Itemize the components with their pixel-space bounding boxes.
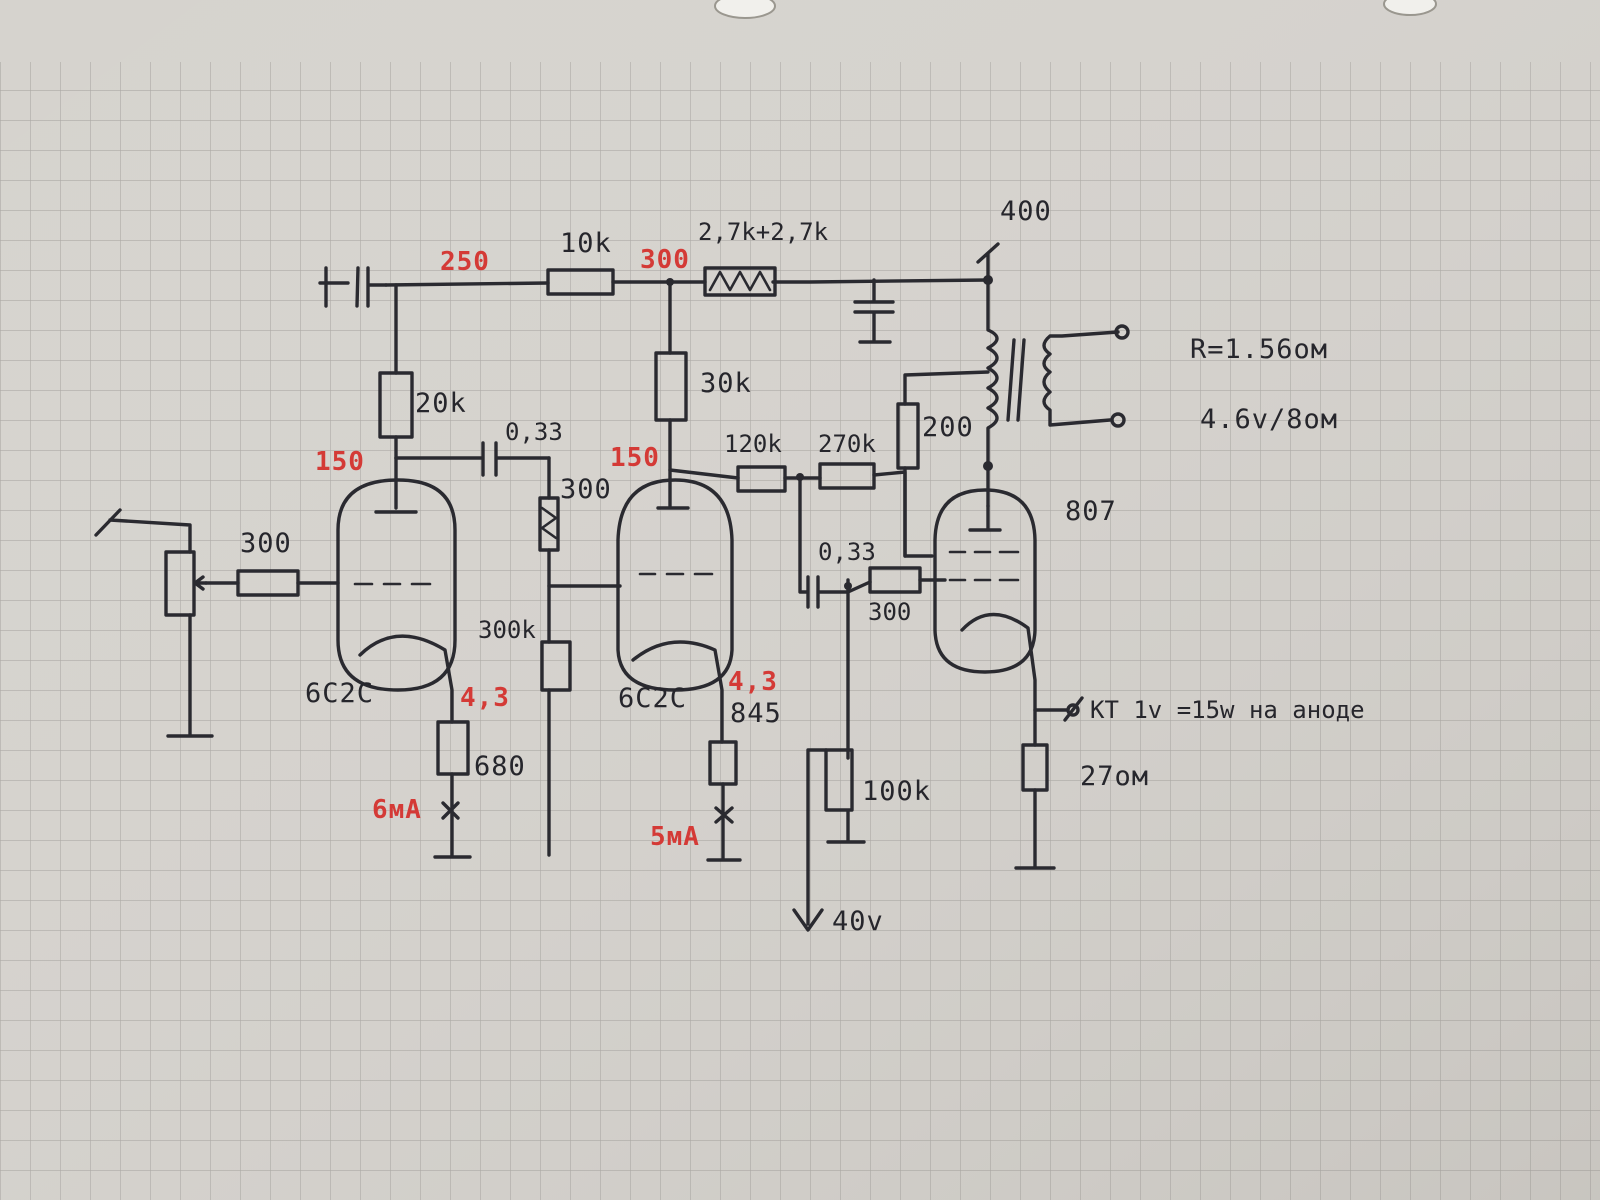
label-300-c: 300 [868, 598, 911, 626]
label-cathode-note: KT 1v =15w на аноде [1090, 696, 1365, 724]
label-tube-807: 807 [1065, 496, 1117, 527]
resistor-30k [654, 351, 688, 422]
label-845: 845 [730, 698, 782, 729]
label-impedance: R=1.56ом [1190, 334, 1328, 365]
label-v-250: 250 [440, 247, 490, 277]
label-40v: 40v [832, 906, 884, 937]
resistor-200 [896, 402, 920, 470]
label-300-a: 300 [240, 528, 292, 559]
label-270k: 270k [818, 430, 876, 458]
label-300-b: 300 [560, 474, 612, 505]
label-400: 400 [1000, 196, 1052, 227]
resistor-dropper [703, 266, 777, 297]
resistor-27 [1021, 743, 1049, 792]
label-i-6ma: 6мА [372, 795, 422, 825]
resistor-10k [546, 268, 615, 296]
input-potentiometer [94, 508, 214, 738]
label-v-43-a: 4,3 [460, 683, 510, 713]
label-v-300: 300 [640, 245, 690, 275]
label-200: 200 [922, 412, 974, 443]
tube-6c2c-first [336, 456, 457, 724]
label-v-150-b: 150 [610, 443, 660, 473]
top-rail-wire [384, 278, 990, 287]
label-30k: 30k [700, 368, 752, 399]
filter-capacitor [853, 278, 895, 344]
label-tube-a: 6C2C [305, 678, 374, 709]
label-i-5ma: 5мА [650, 822, 700, 852]
resistor-300-grid-b [538, 496, 560, 552]
label-27: 27ом [1080, 761, 1149, 792]
label-dropper: 2,7k+2,7k [698, 218, 829, 246]
label-300k: 300k [478, 616, 536, 644]
resistor-300k [540, 640, 572, 692]
label-120k: 120k [724, 430, 782, 458]
test-point [1066, 703, 1080, 717]
label-680: 680 [474, 751, 526, 782]
label-20k: 20k [415, 388, 467, 419]
output-transformer [986, 278, 1130, 508]
label-10k: 10k [560, 228, 612, 259]
resistor-300-grid-c [868, 566, 922, 594]
tube-807 [933, 488, 1037, 712]
resistor-120k [736, 465, 787, 493]
resistor-270k [818, 462, 876, 490]
label-v-43-b: 4,3 [728, 667, 778, 697]
bias-potentiometer-100k [792, 590, 866, 932]
tube-6c2c-second [616, 478, 734, 744]
label-v-150-a: 150 [315, 447, 365, 477]
resistor-20k [378, 371, 414, 439]
label-100k: 100k [862, 776, 931, 807]
label-output-level: 4.6v/8ом [1200, 404, 1338, 435]
label-033-b: 0,33 [818, 538, 876, 566]
coupling-capacitor-top-left [318, 266, 388, 308]
label-tube-b: 6C2C [618, 683, 687, 714]
resistor-300-grid-a [236, 569, 300, 597]
label-033-a: 0,33 [505, 418, 563, 446]
supply-terminal [976, 242, 1000, 282]
